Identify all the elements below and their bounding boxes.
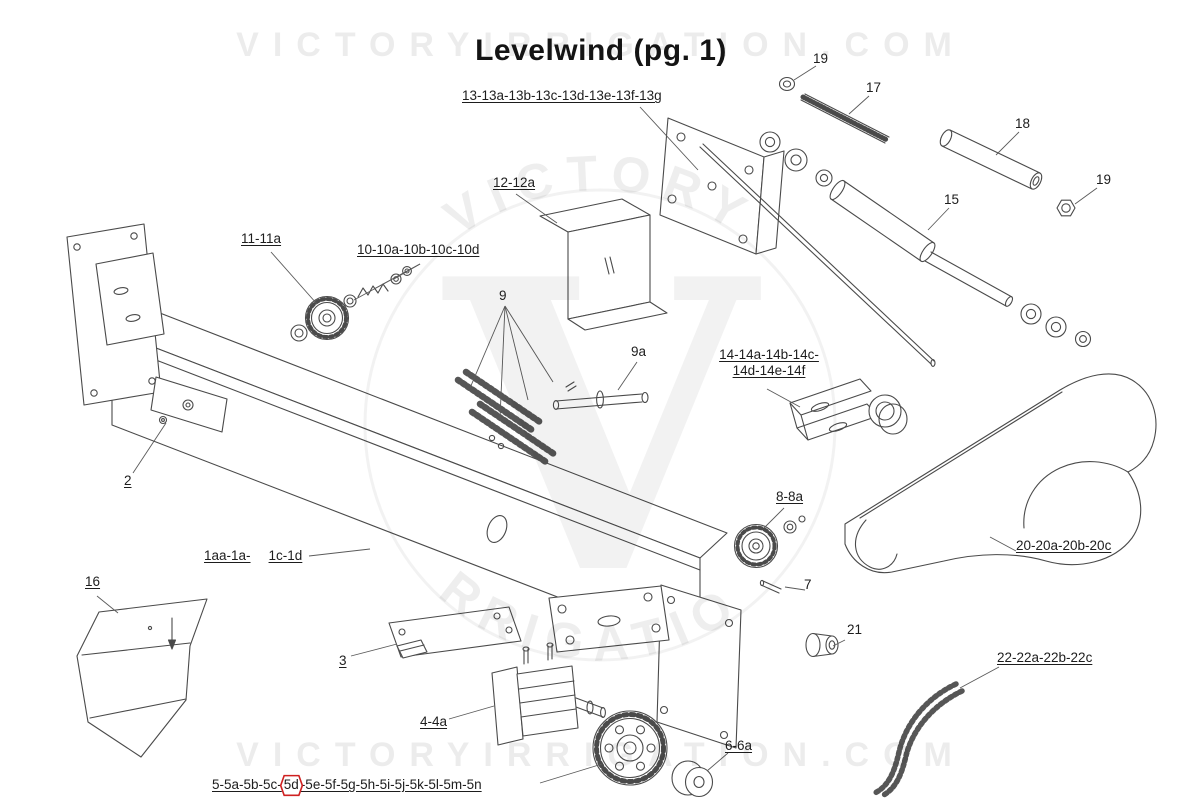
main-beam (111, 307, 728, 653)
shaft-9a (552, 381, 649, 410)
access-plate-2 (150, 376, 228, 433)
part-label-7[interactable]: 7 (804, 577, 812, 592)
part-label-1-segment-b: 1c-1d (268, 548, 303, 563)
part-label-8[interactable]: 8-8a (776, 489, 804, 504)
part-label-5-suffix: -5e-5f-5g-5h-5i-5j-5k-5l-5m-5n (300, 777, 482, 792)
part-label-2[interactable]: 2 (124, 473, 132, 488)
part-label-5[interactable]: 5-5a-5b-5c-5d-5e-5f-5g-5h-5i-5j-5k-5l-5m… (212, 777, 482, 793)
part-label-6[interactable]: 6-6a (725, 738, 753, 753)
bushing-21 (805, 632, 839, 658)
chain-22 (872, 681, 965, 799)
leader-lines (96, 65, 1098, 784)
part-label-18[interactable]: 18 (1015, 116, 1031, 131)
tie-rod (699, 143, 936, 367)
sprocket-5 (592, 710, 668, 786)
part-label-10[interactable]: 10-10a-10b-10c-10d (357, 242, 480, 257)
part-label-22[interactable]: 22-22a-22b-22c (997, 650, 1093, 665)
part-label-9a[interactable]: 9a (631, 344, 647, 359)
roller-6 (671, 760, 714, 798)
part-label-21[interactable]: 21 (847, 622, 863, 637)
bracket-14 (789, 378, 908, 441)
channel-12 (539, 198, 668, 331)
part-label-5d-highlighted[interactable]: 5d (282, 777, 301, 793)
hardware-right (759, 76, 1092, 348)
hopper-16 (76, 598, 208, 758)
part-label-11[interactable]: 11-11a (241, 231, 282, 246)
base-plate (548, 585, 670, 653)
part-label-13[interactable]: 13-13a-13b-13c-13d-13e-13f-13g (462, 88, 662, 103)
watermark-circle (363, 188, 837, 662)
pin-7 (759, 579, 782, 594)
part-label-20[interactable]: 20-20a-20b-20c (1016, 538, 1112, 553)
plate-3 (388, 606, 522, 659)
left-mount-plate (66, 223, 165, 406)
part-label-1-segment-a: 1aa-1a- (204, 548, 251, 563)
part-label-12[interactable]: 12-12a (493, 175, 536, 190)
sprocket-8 (733, 515, 806, 569)
part-label-16[interactable]: 16 (85, 574, 101, 589)
chain-9 (454, 368, 558, 466)
guard-20 (844, 373, 1157, 574)
part-label-14[interactable]: 14-14a-14b-14c- 14d-14e-14f (696, 347, 842, 379)
part-label-3[interactable]: 3 (339, 653, 347, 668)
part-label-19b[interactable]: 19 (1096, 172, 1112, 187)
part-label-15[interactable]: 15 (944, 192, 960, 207)
part-label-5-prefix: 5-5a-5b-5c- (212, 777, 282, 792)
highlight-hexagon (280, 775, 303, 796)
part-label-1[interactable]: 1aa-1a- 1c-1d (204, 548, 302, 564)
part-label-19a[interactable]: 19 (813, 51, 829, 66)
part-label-17[interactable]: 17 (866, 80, 882, 95)
part-label-9[interactable]: 9 (499, 288, 507, 303)
bracket-13 (659, 117, 785, 255)
gearbox-4 (491, 642, 606, 746)
watermark-monogram: V (439, 193, 764, 663)
part-label-5d-text: 5d (283, 777, 299, 792)
page-title: Levelwind (pg. 1) (475, 34, 727, 67)
end-plate (656, 584, 742, 749)
part-label-4[interactable]: 4-4a (420, 714, 448, 729)
part-label-14-line1: 14-14a-14b-14c- (719, 347, 819, 362)
part-label-14-line2: 14d-14e-14f (732, 362, 806, 378)
sprocket-11 (304, 295, 350, 341)
